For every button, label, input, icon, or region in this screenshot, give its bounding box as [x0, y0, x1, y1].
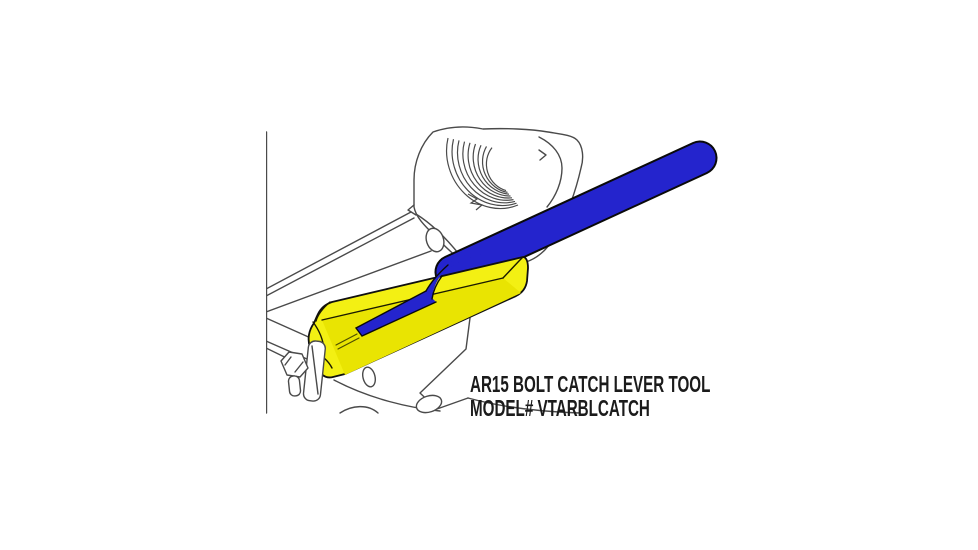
receiver-oval-hole [361, 366, 377, 388]
caption-line2: MODEL# VTARBLCATCH [470, 395, 650, 421]
receiver-lower-detail [333, 317, 581, 414]
bolt-catch-bar [302, 340, 326, 402]
receiver-rail-bottom [266, 217, 415, 297]
punch-rod [434, 140, 718, 290]
hex-pin-head [280, 351, 309, 378]
caption-line1: AR15 BOLT CATCH LEVER TOOL [470, 371, 711, 397]
rail-step [407, 204, 417, 216]
hex-facet-1 [284, 356, 292, 366]
tower-inner-rim [538, 136, 563, 208]
caption: AR15 BOLT CATCH LEVER TOOL MODEL# VTARBL… [470, 372, 710, 420]
hex-facet-2 [294, 361, 304, 373]
tool-left-bevel-1 [315, 301, 331, 322]
rod-tip-taper [354, 251, 492, 337]
detent-hole [425, 227, 445, 253]
bolt-catch-bar-line [311, 345, 319, 395]
pin-shaft [287, 375, 302, 397]
bolt-catch-assembly [266, 340, 326, 402]
receiver-rail-top [266, 211, 412, 290]
receiver-side-line [266, 317, 314, 340]
tower-rim-notch [538, 149, 547, 161]
tool-right-bevel [502, 256, 524, 279]
tool-groove-line-2 [337, 337, 360, 350]
thread-runout [467, 193, 484, 211]
tool-groove-line-1 [335, 333, 358, 346]
receiver-shelf-line [266, 250, 432, 313]
buffer-tube-threads [445, 137, 519, 211]
tool-front-face [322, 278, 521, 375]
tool-body [307, 256, 529, 379]
